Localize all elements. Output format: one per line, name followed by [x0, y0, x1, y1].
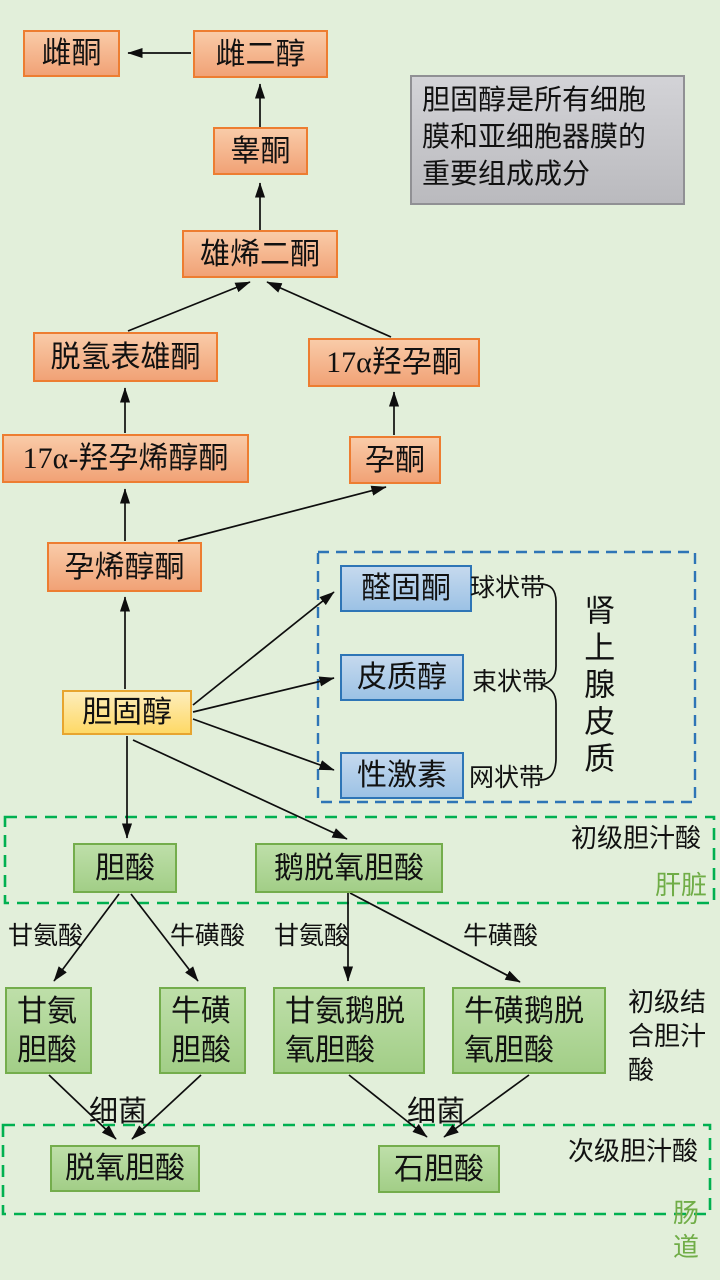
node-cholic-acid: 胆酸 — [73, 843, 177, 893]
arrow-cholesterol-to-chenodeoxycholic-acid — [132, 739, 348, 840]
arrow-cholesterol-to-sex-hormone — [192, 718, 335, 771]
node-androstenedione: 雄烯二酮 — [182, 230, 338, 278]
arrow-cheno-to-taurocheno — [349, 892, 521, 983]
label-taurine-right: 牛磺酸 — [463, 923, 539, 950]
arrow-glycocheno-to-lithocholic — [348, 1074, 428, 1138]
label-bacteria-left: 细菌 — [89, 1096, 148, 1128]
node-17a-hydroxyprogesterone: 17α羟孕酮 — [308, 338, 480, 387]
node-cortisol: 皮质醇 — [340, 654, 464, 701]
label-zona-fasciculata: 束状带 — [472, 669, 548, 696]
adrenal-zones-brace — [539, 583, 557, 781]
node-taurochenodeoxycholic-acid: 牛磺鹅脱 氧胆酸 — [452, 987, 606, 1074]
intestine-dashed-box — [1, 1123, 712, 1216]
label-glycine-left: 甘氨酸 — [8, 923, 84, 950]
label-zona-reticularis: 网状带 — [469, 765, 545, 792]
node-progesterone: 孕酮 — [349, 436, 441, 484]
node-estradiol: 雌二醇 — [193, 30, 328, 78]
arrow-cholesterol-to-cortisol — [192, 676, 335, 713]
label-bacteria-right: 细菌 — [407, 1096, 466, 1128]
node-estrone: 雌酮 — [23, 30, 120, 77]
node-taurocholic-acid: 牛磺 胆酸 — [159, 987, 246, 1074]
node-glycochenodeoxycholic-acid: 甘氨鹅脱 氧胆酸 — [273, 987, 425, 1074]
cholesterol-note: 胆固醇是所有细胞 膜和亚细胞器膜的 重要组成成分 — [410, 75, 685, 205]
node-sex-hormone: 性激素 — [340, 752, 464, 799]
node-lithocholic-acid: 石胆酸 — [378, 1145, 500, 1193]
node-chenodeoxycholic-acid: 鹅脱氧胆酸 — [255, 843, 443, 893]
arrow-pregnenolone-to-progesterone — [177, 485, 387, 542]
arrow-cholic-to-taurocholic — [130, 893, 199, 982]
node-deoxycholic-acid: 脱氧胆酸 — [50, 1145, 200, 1192]
arrow-cholesterol-to-aldosterone — [192, 591, 335, 706]
label-secondary-bile-acid: 次级胆汁酸 — [568, 1137, 699, 1166]
node-glycocholic-acid: 甘氨 胆酸 — [5, 987, 92, 1074]
node-cholesterol: 胆固醇 — [62, 690, 192, 735]
label-primary-conjugated-bile-acid: 初级结 合胆汁 酸 — [628, 988, 707, 1085]
node-17a-hydroxypregnenolone: 17α-羟孕烯醇酮 — [2, 434, 249, 483]
label-adrenal-cortex: 肾上腺皮质 — [579, 594, 615, 779]
arrow-cholic-to-glycocholic — [53, 893, 120, 982]
arrow-glycocholic-to-deoxycholic — [48, 1074, 117, 1140]
node-aldosterone: 醛固酮 — [340, 565, 472, 612]
arrow-dhea-to-androstenedione — [127, 281, 251, 332]
label-zona-glomerulosa: 球状带 — [470, 575, 546, 602]
label-primary-bile-acid: 初级胆汁酸 — [571, 824, 702, 853]
label-taurine-left: 牛磺酸 — [170, 923, 246, 950]
node-dehydroepiandrosterone: 脱氢表雄酮 — [33, 332, 218, 382]
liver-dashed-box — [3, 815, 716, 905]
arrow-17a-hydroxyprogesterone-to-androstenedione — [266, 281, 392, 338]
arrow-taurocholic-to-deoxycholic — [131, 1074, 202, 1140]
label-intestine: 肠道 — [673, 1199, 700, 1262]
node-testosterone: 睾酮 — [213, 127, 308, 175]
label-liver: 肝脏 — [655, 871, 708, 900]
adrenal-cortex-dashed-box — [316, 550, 697, 804]
node-pregnenolone: 孕烯醇酮 — [47, 542, 202, 592]
arrow-taurocheno-to-lithocholic — [443, 1074, 530, 1138]
label-glycine-right: 甘氨酸 — [274, 923, 350, 950]
